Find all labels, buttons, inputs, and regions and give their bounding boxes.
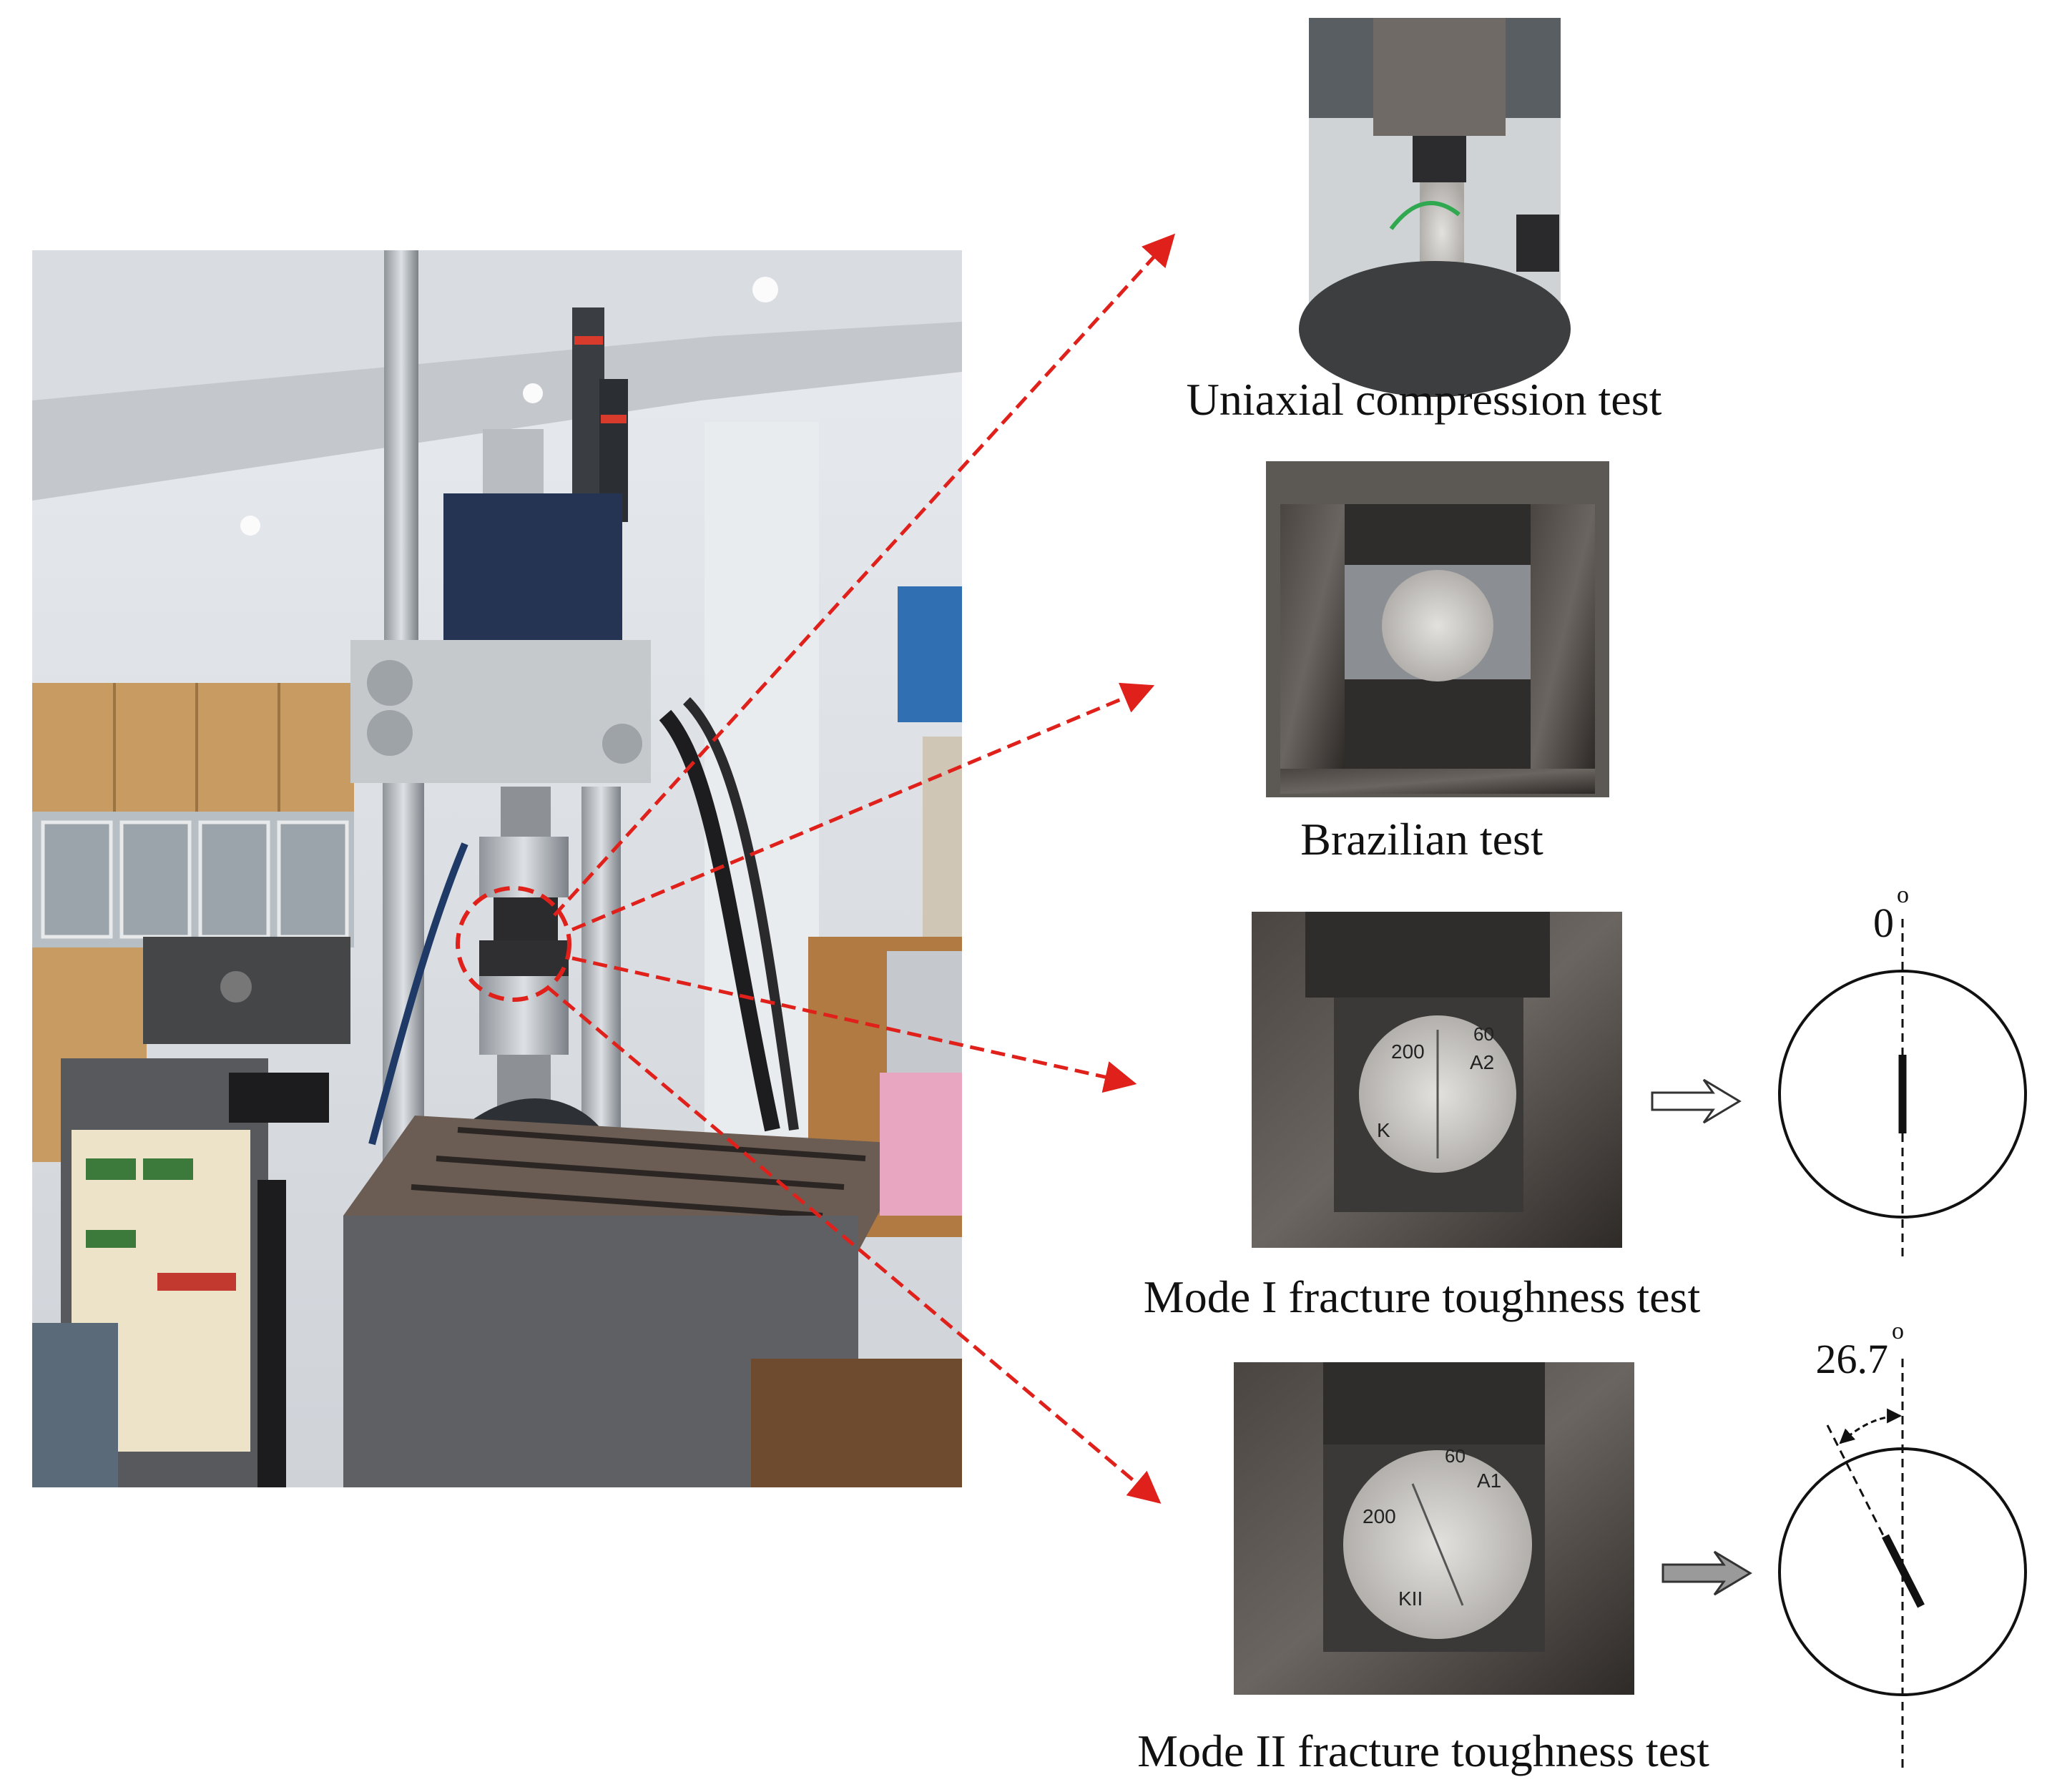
specimen-highlight-circle: [456, 886, 571, 1002]
mode1-angle-label: 0: [1873, 900, 1894, 946]
mode1-test-photo: 200 A2 K 60: [1252, 912, 1622, 1248]
mode1-mark-60: 60: [1473, 1023, 1494, 1045]
uniaxial-test-photo: [1299, 18, 1571, 397]
mode2-mark-60: 60: [1445, 1445, 1466, 1467]
mode2-disc-outline: [1778, 1447, 2027, 1696]
mode2-mark-a1: A1: [1477, 1469, 1501, 1492]
mode2-mark-200: 200: [1363, 1505, 1396, 1527]
mode2-angle-arc: [1839, 1408, 1903, 1444]
arrow-to-mode2: [546, 985, 1162, 1504]
mode1-disc-outline: [1778, 970, 2027, 1219]
machine-photo: [32, 250, 962, 1487]
mode2-test-photo: 200 A1 KII 60: [1234, 1362, 1634, 1695]
mode1-degree-symbol: o: [1897, 882, 1909, 908]
brazilian-test-photo: [1266, 461, 1609, 797]
hollow-arrow-mode1: [1651, 1078, 1742, 1124]
mode2-angle-label: 26.7: [1816, 1336, 1889, 1382]
mode2-caption: Mode II fracture toughness test: [1137, 1725, 1709, 1776]
mode2-notch: [1882, 1534, 1925, 1608]
brazilian-caption: Brazilian test: [1300, 814, 1543, 865]
mode1-schematic: 0 o: [1778, 882, 2027, 1259]
mode2-degree-symbol: o: [1892, 1318, 1904, 1344]
mode1-caption: Mode I fracture toughness test: [1144, 1271, 1701, 1322]
arrow-to-uniaxial: [553, 233, 1176, 917]
arrow-to-brazilian: [571, 682, 1155, 932]
arrow-to-mode1: [571, 956, 1137, 1093]
mode1-mark-200: 200: [1391, 1040, 1425, 1063]
hollow-arrow-mode2: [1661, 1550, 1752, 1596]
red-dashed-arrows: [546, 233, 1176, 1504]
mode1-mark-k: K: [1377, 1119, 1390, 1141]
mode1-mark-a2: A2: [1470, 1051, 1494, 1073]
uniaxial-caption: Uniaxial compression test: [1187, 374, 1662, 425]
mode2-mark-kii: KII: [1398, 1587, 1423, 1610]
mode2-schematic: 26.7 o: [1778, 1318, 2027, 1773]
